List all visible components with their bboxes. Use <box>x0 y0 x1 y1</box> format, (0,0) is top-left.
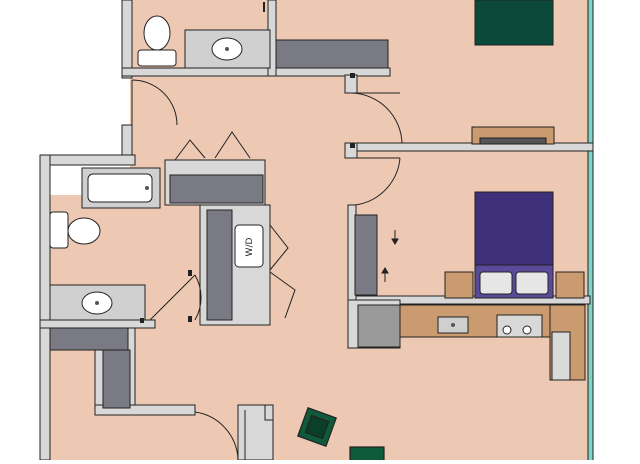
bed-icon <box>474 0 554 46</box>
chair-icon <box>297 407 337 447</box>
closet-shelves <box>49 39 389 409</box>
door-swing-icon <box>352 157 401 206</box>
kitchen <box>357 304 586 381</box>
nightstand <box>444 271 585 299</box>
hinge-markers <box>140 2 355 323</box>
dishwasher <box>551 331 571 381</box>
dresser <box>471 126 555 145</box>
top-bathroom <box>137 15 271 69</box>
door-swing-icon <box>351 92 403 144</box>
door-swings <box>131 79 403 461</box>
door-swing-icon <box>194 411 239 461</box>
door-swing-icon <box>149 274 202 321</box>
sink-icon <box>437 316 469 334</box>
window-strip <box>588 0 593 460</box>
chair-icon <box>349 446 385 464</box>
fridge <box>357 304 401 348</box>
door-swing-icon <box>131 79 178 126</box>
sink-icon <box>184 29 271 69</box>
arrow-icon <box>381 230 399 282</box>
toilet-icon <box>137 15 177 67</box>
bed-icon <box>474 191 554 299</box>
washer-dryer-icon: W/D <box>234 224 264 268</box>
left-bathroom <box>49 167 161 321</box>
bedroom-2 <box>381 191 585 299</box>
washer-dryer-label: W/D <box>245 238 255 257</box>
bathtub-icon <box>81 167 161 209</box>
sink-icon <box>49 284 146 321</box>
stove-icon <box>496 314 543 338</box>
toilet-icon <box>49 211 101 249</box>
bedroom-1 <box>471 0 555 145</box>
